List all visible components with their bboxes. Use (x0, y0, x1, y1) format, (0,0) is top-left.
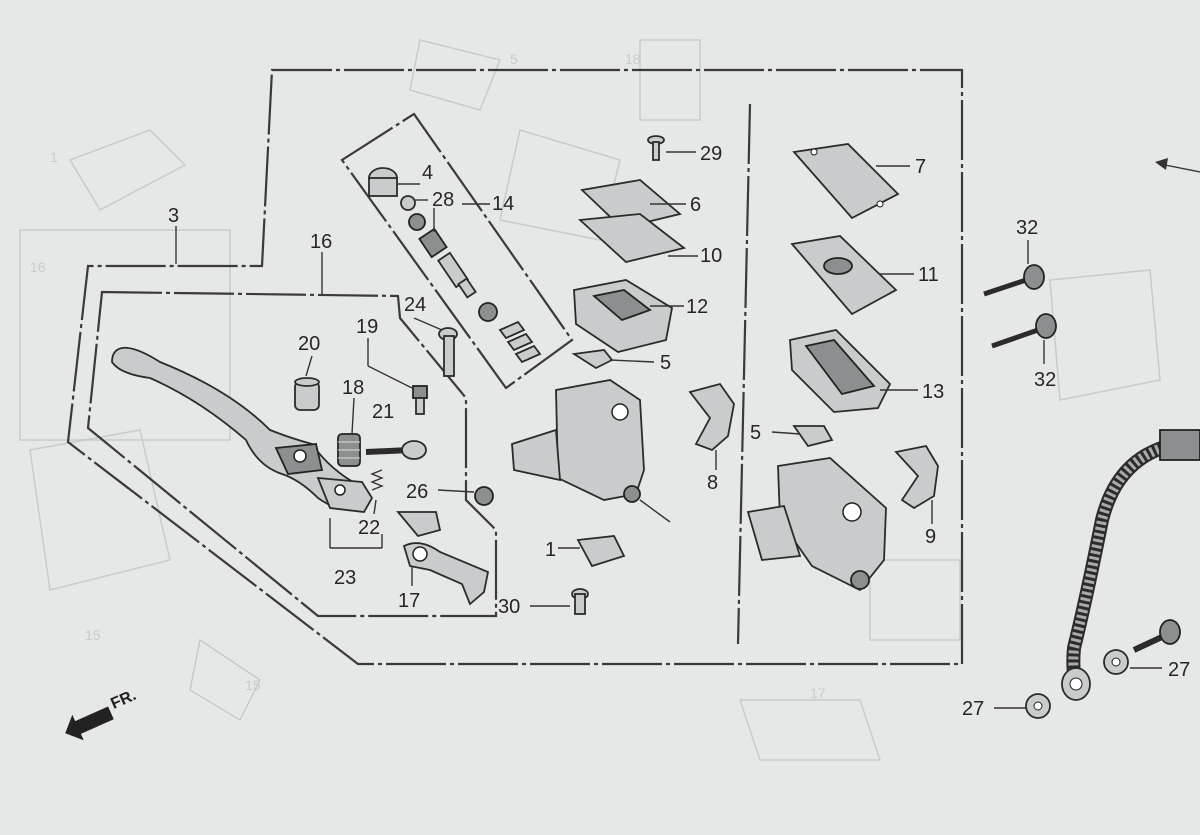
banjo-bolt (1132, 619, 1181, 653)
ghost-label-1: 1 (50, 149, 58, 165)
callout-16: 16 (310, 231, 332, 253)
bolt-32-lower (991, 313, 1057, 349)
ghost-label-16: 16 (30, 259, 46, 275)
collar (294, 377, 320, 411)
callout-5: 5 (750, 422, 761, 444)
switch-1 (576, 535, 626, 568)
callout-6: 6 (690, 194, 701, 216)
callout-5: 5 (660, 352, 671, 374)
front-direction-marker (65, 706, 114, 741)
callout-19: 19 (356, 316, 378, 338)
bolt-32-upper (983, 264, 1045, 297)
callout-4: 4 (422, 162, 433, 184)
pin-24 (438, 327, 458, 377)
callout-23: 23 (334, 567, 356, 589)
callout-30: 30 (498, 596, 520, 618)
screw-19 (412, 385, 428, 415)
brake-hose (1061, 429, 1200, 701)
callout-17: 17 (398, 590, 420, 612)
sealing-washer-27-upper (1103, 649, 1129, 675)
brake-lever (111, 346, 374, 513)
callout-29: 29 (700, 143, 722, 165)
ghost-label-18: 18 (625, 51, 641, 67)
ghost-label-15: 15 (85, 627, 101, 643)
callout-14: 14 (492, 193, 514, 215)
callout-26: 26 (406, 481, 428, 503)
callout-7: 7 (915, 156, 926, 178)
variant-divider (736, 103, 752, 645)
master-cylinder-body (511, 379, 671, 523)
clip-5a (571, 349, 614, 370)
clip-5b (792, 425, 834, 448)
front-direction-label: FR. (108, 687, 138, 713)
callout-32: 32 (1016, 217, 1038, 239)
adjuster-knob (337, 433, 361, 467)
ghost-label-5: 5 (510, 51, 518, 67)
spring-22 (370, 469, 384, 491)
grommet-26 (474, 486, 494, 506)
callout-13: 13 (922, 381, 944, 403)
holder-8 (688, 382, 735, 452)
lever-group-outline (86, 290, 498, 618)
callout-27: 27 (962, 698, 984, 720)
reservoir-cap-7 (792, 143, 900, 220)
callout-24: 24 (404, 294, 426, 316)
master-cylinder-body-right (746, 457, 887, 592)
callout-20: 20 (298, 333, 320, 355)
piston-kit-outline (340, 112, 574, 390)
diaphragm (573, 279, 673, 353)
plate-11 (790, 235, 898, 316)
callout-18: 18 (342, 377, 364, 399)
leader-lines (175, 151, 1162, 709)
callout-22: 22 (358, 517, 380, 539)
bolt-21 (365, 440, 427, 460)
callout-28: 28 (432, 189, 454, 211)
diaphragm-13 (789, 329, 892, 413)
holder-9 (894, 444, 939, 510)
callout-3: 3 (168, 205, 179, 227)
callout-32: 32 (1034, 369, 1056, 391)
piston-kit (368, 167, 542, 364)
direction-arrow-icon (1155, 158, 1200, 173)
callout-12: 12 (686, 296, 708, 318)
bleed-through-background: 5 18 1 16 15 15 17 (19, 39, 1161, 761)
callout-27: 27 (1168, 659, 1190, 681)
callout-1: 1 (545, 539, 556, 561)
sealing-washer-27-lower (1025, 693, 1051, 719)
callout-10: 10 (700, 245, 722, 267)
callout-11: 11 (918, 264, 939, 286)
bracket-17 (396, 511, 490, 606)
callout-9: 9 (925, 526, 936, 548)
diaphragm-plate (577, 213, 687, 263)
callout-8: 8 (707, 472, 718, 494)
ghost-label-17: 17 (810, 685, 826, 701)
ghost-label-15: 15 (245, 677, 261, 693)
callout-21: 21 (372, 401, 394, 423)
screw-29 (647, 135, 665, 161)
reservoir-cap (580, 179, 682, 229)
assembly-outline (66, 68, 964, 666)
front-arrow-icon (65, 706, 114, 741)
screw-30 (571, 588, 589, 615)
